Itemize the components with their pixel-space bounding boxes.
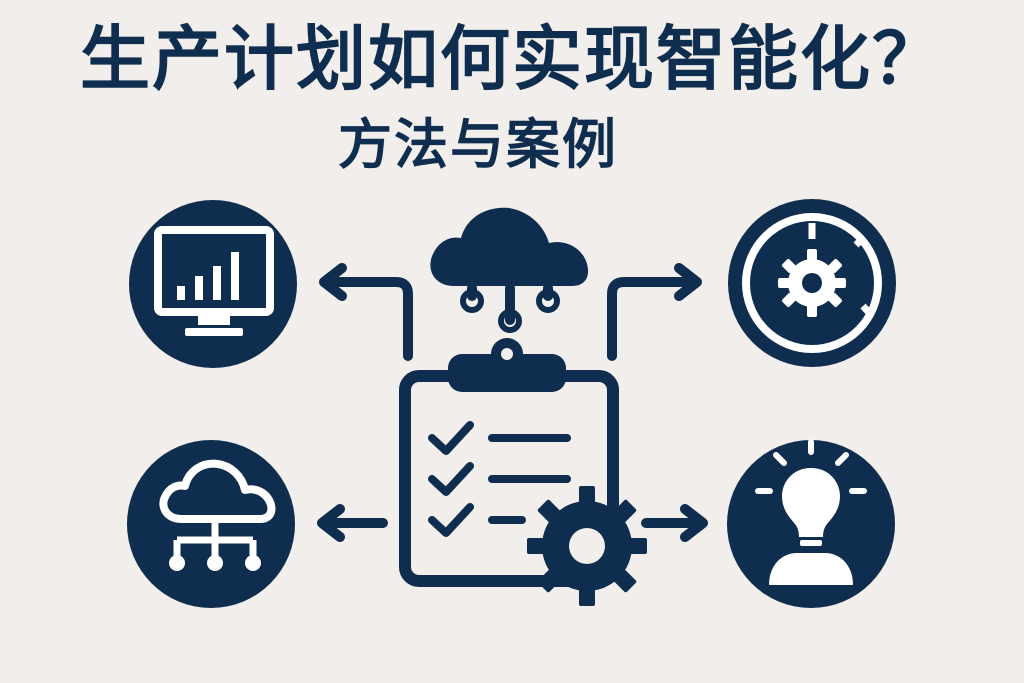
gear-target-icon — [728, 199, 896, 367]
arrow-to-bottom-right-icon — [641, 504, 708, 542]
arrow-to-bottom-left-icon — [317, 504, 388, 542]
cloud-hierarchy-icon — [127, 440, 295, 608]
subtitle: 方法与案例 — [338, 113, 618, 176]
clipboard-checklist-gear-icon — [399, 338, 647, 606]
main-title: 生产计划如何实现智能化？ — [80, 18, 944, 100]
lightbulb-person-icon — [727, 439, 895, 608]
monitor-bar-chart-icon — [129, 200, 297, 368]
cloud-network-icon — [430, 207, 589, 333]
arrow-to-top-right-icon — [607, 263, 702, 361]
arrow-to-top-left-icon — [319, 263, 413, 361]
cloud-connector-lines — [467, 283, 553, 325]
